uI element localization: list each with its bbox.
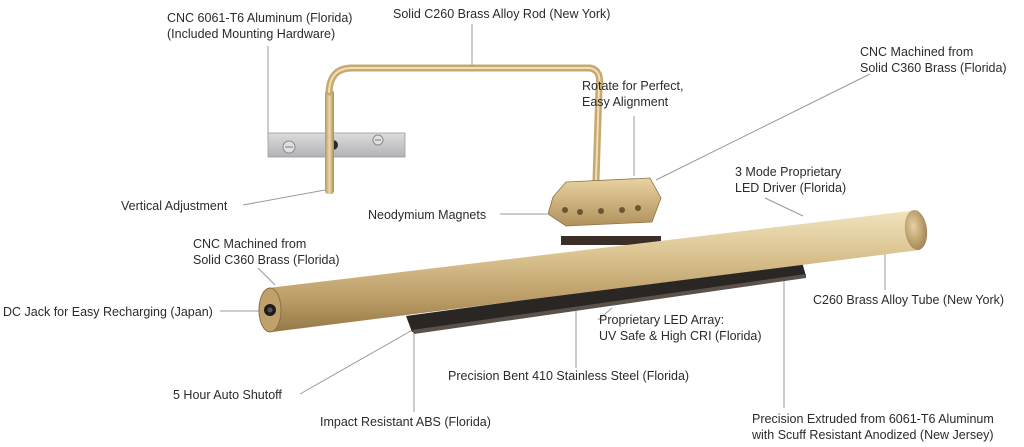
mount-plate — [267, 132, 406, 158]
callout-line: CNC 6061-T6 Aluminum (Florida) — [167, 11, 353, 25]
callout-cnc-left: CNC Machined from Solid C360 Brass (Flor… — [193, 236, 340, 268]
callout-dc-jack: DC Jack for Easy Recharging (Japan) — [3, 304, 213, 320]
callout-magnets: Neodymium Magnets — [368, 207, 486, 223]
callout-mount-plate: CNC 6061-T6 Aluminum (Florida) (Included… — [167, 10, 352, 42]
callout-led-array: Proprietary LED Array: UV Safe & High CR… — [599, 312, 762, 344]
callout-line: DC Jack for Easy Recharging (Japan) — [3, 305, 213, 319]
callout-line: Proprietary LED Array: — [599, 313, 725, 327]
callout-tube: C260 Brass Alloy Tube (New York) — [813, 292, 1004, 308]
callout-line: UV Safe & High CRI (Florida) — [599, 329, 762, 343]
callout-steel: Precision Bent 410 Stainless Steel (Flor… — [448, 368, 689, 384]
led-shade — [406, 262, 806, 334]
callout-line: Solid C360 Brass (Florida) — [860, 61, 1007, 75]
callout-extruded: Precision Extruded from 6061-T6 Aluminum… — [752, 411, 994, 443]
callout-led-driver: 3 Mode Proprietary LED Driver (Florida) — [735, 164, 846, 196]
callout-line: Solid C360 Brass (Florida) — [193, 253, 340, 267]
callout-line: Vertical Adjustment — [121, 199, 228, 213]
callout-line: LED Driver (Florida) — [735, 181, 847, 195]
callout-line: Impact Resistant ABS (Florida) — [320, 415, 491, 429]
callout-rotate: Rotate for Perfect, Easy Alignment — [582, 78, 683, 110]
callout-line: Precision Bent 410 Stainless Steel (Flor… — [448, 369, 690, 383]
callout-line: Easy Alignment — [582, 95, 669, 109]
brass-arm — [325, 64, 604, 194]
callout-line: with Scuff Resistant Anodized (New Jerse… — [752, 428, 994, 442]
callout-brass-rod: Solid C260 Brass Alloy Rod (New York) — [393, 6, 610, 22]
callout-shutoff: 5 Hour Auto Shutoff — [173, 387, 282, 403]
callout-line: 3 Mode Proprietary — [735, 165, 842, 179]
callout-line: Neodymium Magnets — [368, 208, 487, 222]
callout-line: CNC Machined from — [193, 237, 307, 251]
callout-line: CNC Machined from — [860, 45, 974, 59]
callout-line: 5 Hour Auto Shutoff — [173, 388, 282, 402]
callout-vertical: Vertical Adjustment — [121, 198, 227, 214]
callout-cnc-top: CNC Machined from Solid C360 Brass (Flor… — [860, 44, 1007, 76]
callout-line: Rotate for Perfect, — [582, 79, 684, 93]
brass-tube — [258, 210, 928, 333]
callout-line: Precision Extruded from 6061-T6 Aluminum — [752, 412, 994, 426]
callout-line: Solid C260 Brass Alloy Rod (New York) — [393, 7, 611, 21]
callout-line: C260 Brass Alloy Tube (New York) — [813, 293, 1005, 307]
callout-abs: Impact Resistant ABS (Florida) — [320, 414, 491, 430]
leader-lines — [220, 24, 886, 412]
callout-line: (Included Mounting Hardware) — [167, 27, 336, 41]
magnet-block — [547, 177, 662, 245]
